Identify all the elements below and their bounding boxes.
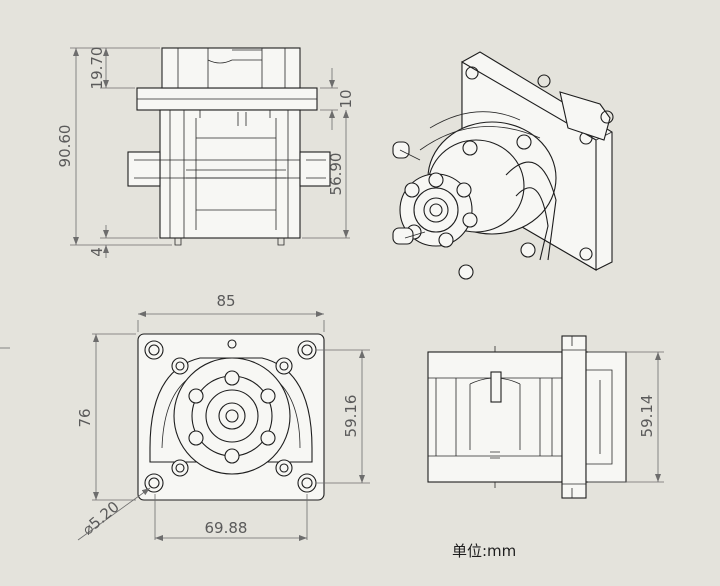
top-view [137, 333, 325, 501]
dim-flange-thickness: 10 [337, 89, 355, 108]
dim-height: 76 [76, 408, 94, 427]
dim-hole-diameter: ⌀5.20 [79, 498, 123, 539]
dim-width: 85 [216, 292, 235, 310]
front-view [127, 47, 331, 246]
dim-bottom-offset: 4 [88, 247, 106, 257]
dim-body-height: 56.90 [327, 153, 345, 196]
side-view-dimensions: 59.14 [588, 351, 664, 483]
dim-side-height: 59.14 [638, 395, 656, 438]
isometric-view [392, 51, 614, 280]
dim-hole-spacing-h: 69.88 [205, 519, 248, 537]
dim-total-height: 90.60 [56, 125, 74, 168]
front-view-dimensions: 90.60 19.70 10 56.90 4 [56, 47, 355, 258]
unit-label: 单位:mm [452, 542, 516, 560]
dim-hole-spacing-v: 59.16 [342, 395, 360, 438]
side-view [427, 335, 627, 499]
dim-top-height: 19.70 [88, 47, 106, 90]
